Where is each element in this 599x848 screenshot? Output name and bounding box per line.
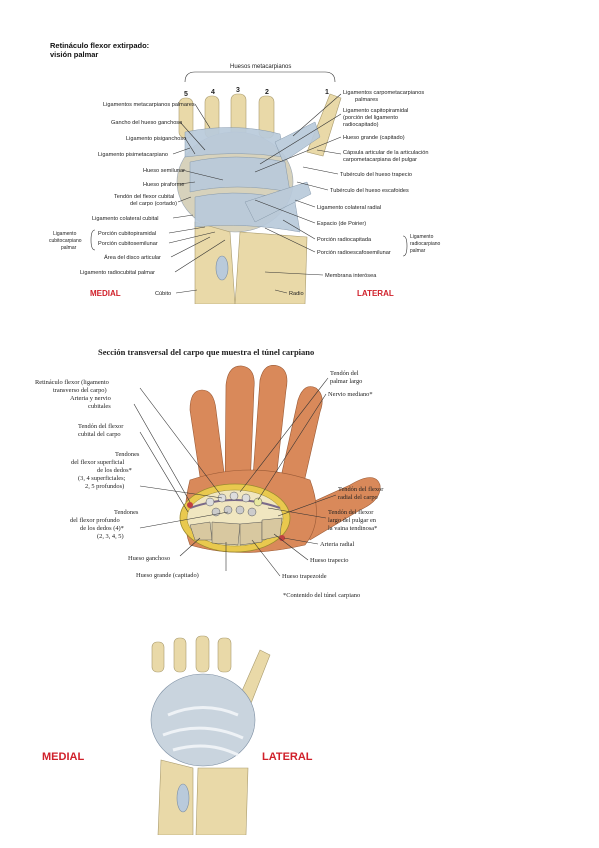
label-capitotriquetral-2: (porción del ligamento — [343, 115, 398, 121]
label-fds-tendons-4: (3, 4 superficiales; — [78, 475, 126, 482]
label-interosseous-membrane: Membrana interósea — [325, 273, 377, 279]
label-palmar-radiocarpal-2: radiocarpiano — [410, 241, 441, 247]
label-palmaris-longus-1: Tendón del — [330, 370, 359, 377]
label-pisometacarpal-ligament: Ligamento pisimetacarpiano — [98, 152, 168, 158]
label-capitotriquetral-3: radiocapitado) — [343, 122, 379, 128]
panel2-title: Sección transversal del carpo que muestr… — [98, 347, 314, 357]
label-palmar-cmc-ligaments-1: Ligamentos carpometacarpianos — [343, 90, 424, 96]
wrist-ligaments-photo: MEDIAL LATERAL — [42, 635, 313, 835]
carpal-tunnel-panel: Sección transversal del carpo que muestr… — [30, 340, 450, 608]
label-thumb-cmc-capsule-2: carpometacarpiana del pulgar — [343, 157, 417, 163]
label-fpl-tendon-2: largo del pulgar en — [328, 517, 377, 524]
label-palmar-ulnocarpal-2: cubitocarpiano — [49, 238, 82, 244]
label-ulnolunate-portion: Porción cubitosemilunar — [98, 241, 158, 247]
label-fcu-tendon-1: Tendón del flexor — [78, 423, 124, 430]
label-pisohamate-ligament: Ligamento pisiganchoso — [126, 136, 186, 142]
metacarpal-number-4: 4 — [211, 89, 215, 96]
label-palmar-radiocarpal-1: Ligamento — [410, 234, 434, 240]
carpal-tunnel-footnote: *Contenido del túnel carpiano — [283, 592, 360, 599]
label-fdp-tendons-4: (2, 3, 4, 5) — [97, 533, 124, 540]
metacarpal-number-3: 3 — [236, 87, 240, 94]
label-flexor-retinaculum-2: transverso del carpo) — [53, 387, 107, 394]
label-articular-disc-area: Área del disco articular — [104, 254, 161, 261]
panel1-title-line1: Retináculo flexor extirpado: — [50, 41, 149, 50]
label-lunate-bone: Hueso semilunar — [143, 168, 185, 174]
label-fpl-tendon-3: la vaina tendinosa* — [328, 525, 377, 532]
panel3-lateral-label: LATERAL — [262, 751, 313, 763]
label-ulnar-artery-nerve-1: Arteria y nervio — [70, 395, 111, 402]
label-thumb-cmc-capsule-1: Cápsula articular de la articulación — [343, 150, 429, 156]
wrist-photo-panel: MEDIAL LATERAL — [28, 620, 398, 835]
label-capitate-bone: Hueso grande (capitado) — [343, 135, 405, 141]
metacarpal-number-2: 2 — [265, 89, 269, 96]
label-fds-tendons-3: de los dedos* — [97, 467, 132, 474]
label-fds-tendons-2: del flexor superficial — [71, 459, 124, 466]
label-fds-tendons-5: 2, 5 profundos) — [85, 483, 124, 490]
label-palmar-radioulnar-ligament: Ligamento radiocubital palmar — [80, 270, 155, 276]
wrist-ligaments-drawing — [184, 121, 321, 233]
label-radius: Radio — [289, 291, 304, 297]
label-palmar-cmc-ligaments-2: palmares — [355, 97, 378, 103]
wrist-ligaments-illustration: Retináculo flexor extirpado: visión palm… — [49, 41, 441, 304]
label-palmar-ulnocarpal-1: Ligamento — [53, 231, 77, 237]
label-fcr-tendon-1: Tendón del flexor — [338, 486, 384, 493]
label-trapezoid-bone: Hueso trapezoide — [282, 573, 327, 580]
panel1-lateral-label: LATERAL — [357, 289, 394, 298]
label-fcu-tendon-cut: del carpo (cortado) — [130, 201, 177, 207]
label-radial-collateral-ligament: Ligamento colateral radial — [317, 205, 381, 211]
label-scaphoid-tubercle: Tubérculo del hueso escafoides — [330, 188, 409, 194]
label-triquetrum-bone: Hueso piraforme — [143, 182, 184, 188]
label-median-nerve: Nervio mediano* — [328, 391, 373, 398]
label-ulnar-artery-nerve-2: cubitales — [88, 403, 111, 410]
carpal-tunnel-illustration: Sección transversal del carpo que muestr… — [35, 347, 384, 599]
label-ulnotriquetral-portion: Porción cubitopiramidal — [98, 231, 156, 237]
label-radioscapholunate-portion: Porción radioescafosemilunar — [317, 250, 391, 256]
label-fdp-tendons-1: Tendones — [114, 509, 139, 516]
wrist-photo-drawing — [150, 635, 271, 835]
label-hamate-bone: Hueso ganchoso — [128, 555, 170, 562]
label-fpl-tendon-1: Tendón del flexor — [328, 509, 374, 516]
label-ulnar-collateral-ligament: Ligamento colateral cubital — [92, 216, 159, 222]
label-radial-artery: Arteria radial — [320, 541, 354, 548]
label-palmar-ulnocarpal-3: palmar — [61, 245, 77, 251]
label-ulna: Cúbito — [155, 291, 171, 297]
label-fdp-tendons-3: de los dedos (4)* — [80, 525, 124, 532]
wrist-ligaments-panel: Retináculo flexor extirpado: visión palm… — [45, 32, 465, 304]
label-radiocapitate-portion: Porción radiocapitada — [317, 237, 372, 243]
label-fcu-tendon: Tendón del flexor cubital — [114, 194, 174, 200]
metacarpal-bracket-label: Huesos metacarpianos — [230, 64, 291, 70]
metacarpal-bracket — [184, 71, 336, 83]
label-palmar-radiocarpal-3: palmar — [410, 248, 426, 254]
label-capitate-bone: Hueso grande (capitado) — [136, 572, 199, 579]
label-palmaris-longus-2: palmar largo — [330, 378, 362, 385]
label-flexor-retinaculum-1: Retináculo flexor (ligamento — [35, 379, 109, 386]
label-fcr-tendon-2: radial del carpo — [338, 494, 378, 501]
label-metacarpal-palmar-ligaments: Ligamentos metacarpianos palmares — [103, 102, 195, 108]
label-fcu-tendon-2: cubital del carpo — [78, 431, 121, 438]
panel3-medial-label: MEDIAL — [42, 751, 84, 763]
label-fdp-tendons-2: del flexor profundo — [70, 517, 120, 524]
metacarpal-number-1: 1 — [325, 89, 329, 96]
label-trapezium-bone: Hueso trapecio — [310, 557, 349, 564]
label-trapezium-tubercle: Tubérculo del hueso trapecio — [340, 172, 412, 178]
panel1-title-line2: visión palmar — [50, 50, 98, 59]
label-capitotriquetral-1: Ligamento capitopiramidal — [343, 108, 408, 114]
hand-cross-section-drawing — [179, 365, 381, 553]
panel1-medial-label: MEDIAL — [90, 289, 121, 298]
label-hamate-hook: Gancho del hueso ganchoso — [111, 120, 182, 126]
label-poirier-space: Espacio (de Poirier) — [317, 221, 366, 227]
label-fds-tendons-1: Tendones — [115, 451, 140, 458]
metacarpal-number-5: 5 — [184, 91, 188, 98]
